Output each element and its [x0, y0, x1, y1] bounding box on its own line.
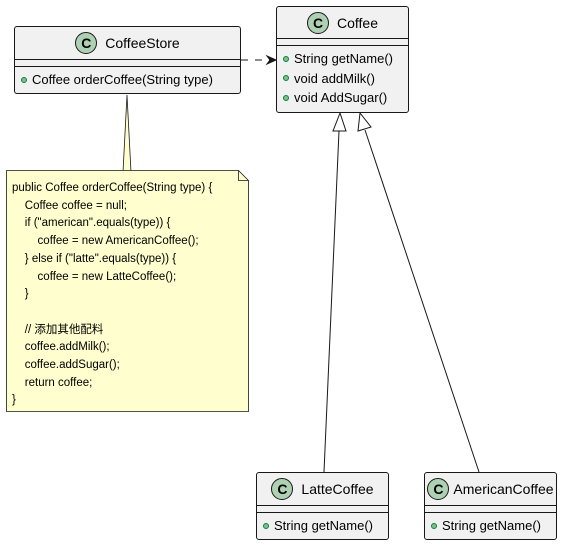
note-line: } [12, 394, 16, 407]
public-method-icon [21, 76, 27, 83]
class-methods: String getName() [425, 513, 556, 536]
method-item: void addMilk() [283, 69, 408, 89]
note-line: coffee = new LatteCoffee(); [12, 270, 177, 283]
class-methods: Coffee orderCoffee(String type) [15, 67, 240, 90]
note-code: public Coffee orderCoffee(String type) {… [12, 180, 212, 410]
class-badge-icon: C [75, 32, 98, 54]
note-line: Coffee coffee = null; [12, 199, 127, 212]
method-signature: String getName() [274, 518, 373, 533]
class-fields-separator [15, 60, 240, 67]
inheritance-edge-lattecoffee-coffee [323, 130, 340, 473]
class-methods: String getName() void addMilk() void Add… [277, 46, 408, 108]
note-line: if ("american".equals(type)) { [12, 217, 171, 230]
class-lattecoffee[interactable]: C LatteCoffee String getName() [256, 472, 389, 540]
class-fields-separator [257, 506, 388, 513]
class-header: C AmericanCoffee [425, 473, 556, 506]
inheritance-arrowhead-americancoffee [357, 111, 372, 132]
code-note: public Coffee orderCoffee(String type) {… [6, 170, 249, 412]
note-line: } else if ("latte".equals(type)) { [12, 252, 177, 265]
class-name: AmericanCoffee [453, 481, 554, 497]
class-coffeestore[interactable]: C CoffeeStore Coffee orderCoffee(String … [14, 26, 241, 94]
note-line: // 添加其他配料 [12, 323, 104, 336]
class-methods: String getName() [257, 513, 388, 536]
inheritance-arrowhead-lattecoffee [332, 111, 347, 132]
public-method-icon [283, 94, 289, 101]
class-header: C CoffeeStore [15, 27, 240, 60]
method-item: String getName() [263, 516, 388, 536]
note-line: public Coffee orderCoffee(String type) { [12, 182, 213, 194]
class-header: C Coffee [277, 7, 408, 39]
method-item: String getName() [283, 49, 408, 69]
note-shape [6, 170, 249, 412]
public-method-icon [263, 522, 269, 529]
method-item: void AddSugar() [283, 88, 408, 108]
method-item: String getName() [431, 516, 556, 536]
method-signature: String getName() [442, 518, 541, 533]
public-method-icon [283, 75, 289, 82]
note-line: coffee.addSugar(); [12, 359, 120, 372]
class-coffee[interactable]: C Coffee String getName() void addMilk()… [276, 6, 409, 113]
class-name: LatteCoffee [301, 481, 374, 497]
public-method-icon [283, 55, 289, 62]
class-name: Coffee [337, 14, 378, 31]
inheritance-edge-americancoffee-coffee [364, 129, 480, 473]
note-line: coffee = new AmericanCoffee(); [12, 235, 199, 248]
note-line: } [12, 288, 29, 301]
public-method-icon [431, 522, 437, 529]
class-name: CoffeeStore [105, 35, 180, 51]
class-fields-separator [425, 506, 556, 513]
class-badge-icon: C [271, 478, 294, 500]
dependency-arrowhead [265, 54, 278, 66]
method-item: Coffee orderCoffee(String type) [21, 70, 240, 90]
class-header: C LatteCoffee [257, 473, 388, 506]
class-badge-icon: C [307, 11, 329, 34]
method-signature: String getName() [294, 51, 393, 66]
note-line: coffee.addMilk(); [12, 341, 110, 354]
class-fields-separator [277, 39, 408, 46]
method-signature: Coffee orderCoffee(String type) [32, 72, 213, 87]
class-badge-icon: C [427, 478, 450, 500]
class-americancoffee[interactable]: C AmericanCoffee String getName() [424, 472, 557, 540]
note-line: return coffee; [12, 376, 93, 389]
note-connector [122, 94, 132, 173]
method-signature: void addMilk() [294, 70, 375, 86]
method-signature: void AddSugar() [294, 90, 388, 105]
